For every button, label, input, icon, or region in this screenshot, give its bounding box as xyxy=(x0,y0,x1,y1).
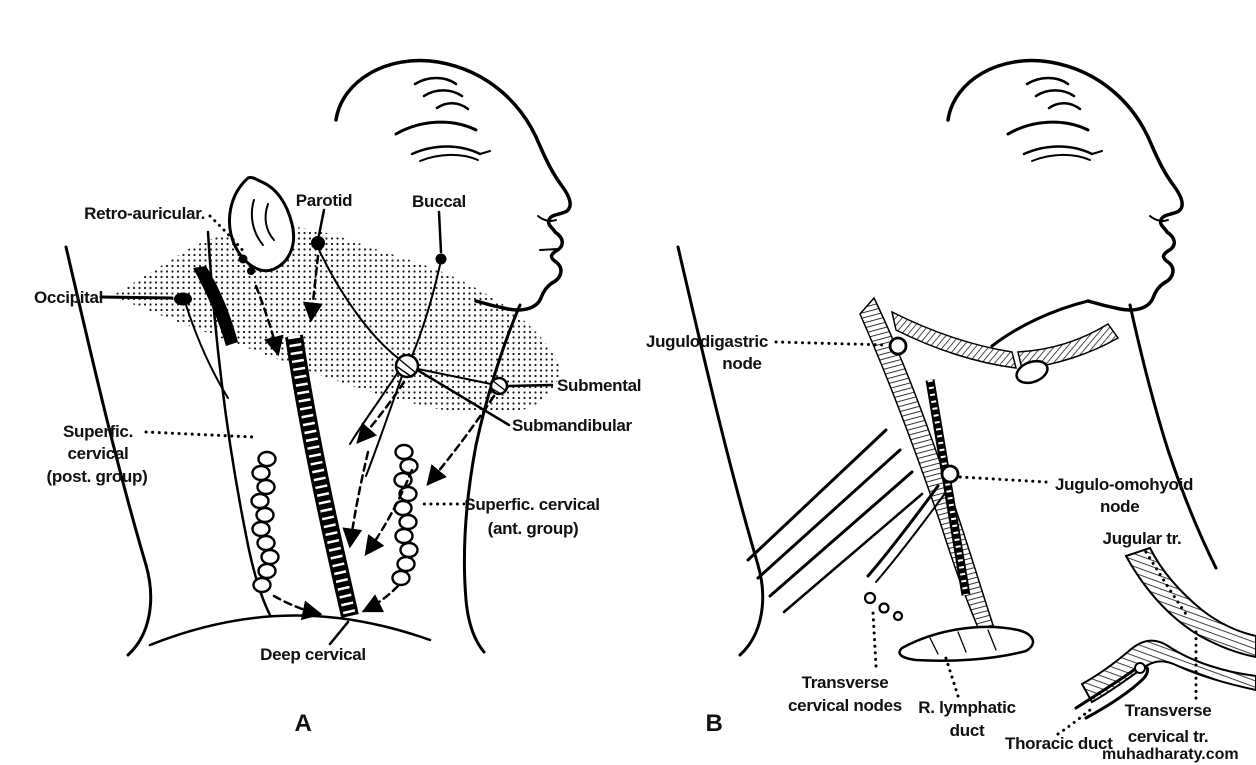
ear xyxy=(227,176,296,272)
parotid-node xyxy=(311,236,325,250)
label-superficial-ant-line1: Superfic. cervical xyxy=(464,495,599,514)
clavicle xyxy=(898,625,1035,662)
throat-line xyxy=(462,303,522,654)
label-superficial-post-line2: cervical xyxy=(68,444,129,463)
hair-strokes-b xyxy=(1025,76,1082,111)
occipital-node xyxy=(174,292,192,306)
label-jugulo-omohyoid-line1: Jugulo-omohyoid xyxy=(1055,475,1193,494)
label-transverse-nodes-line1: Transverse xyxy=(802,673,889,692)
deep-cervical-chain xyxy=(285,334,359,619)
posterior-neck-muscles xyxy=(746,428,924,614)
eye xyxy=(410,145,491,162)
label-jugulo-omohyoid-line2: node xyxy=(1100,497,1139,516)
label-jugulodigastric-line2: node xyxy=(722,354,761,373)
internal-jugular-vein xyxy=(1124,546,1256,659)
throat-line-b xyxy=(1128,303,1218,570)
panel-b-letter: B xyxy=(705,710,722,737)
lymph-vessel-lines xyxy=(185,249,492,477)
jugulo-omohyoid-node xyxy=(940,464,960,484)
omohyoid-muscle xyxy=(866,484,947,583)
transverse-cervical-nodes xyxy=(863,591,904,622)
head-profile-outline-b xyxy=(946,58,1184,312)
watermark-text: muhadharaty.com xyxy=(1102,746,1239,763)
eyebrow-b xyxy=(1006,120,1090,136)
drainage-arrows xyxy=(254,254,496,621)
subclavian-vein xyxy=(1080,639,1256,704)
mouth-line xyxy=(539,248,559,251)
leader-lines-b xyxy=(774,340,1198,736)
label-parotid: Parotid xyxy=(296,191,352,210)
label-superficial-ant-line2: (ant. group) xyxy=(488,519,579,538)
eye-b xyxy=(1022,145,1103,162)
panel-b: Jugulodigastric node Jugulo-omohyoid nod… xyxy=(646,58,1256,753)
hair-strokes xyxy=(413,76,470,111)
jugulodigastric-node xyxy=(888,336,908,356)
submandibular-node xyxy=(394,353,420,379)
label-occipital: Occipital xyxy=(34,288,103,307)
neck-back-outer-line xyxy=(64,245,153,657)
superficial-cervical-chain-anterior xyxy=(391,443,419,587)
jugular-lymph-trunk xyxy=(925,379,971,596)
leader-lines-a xyxy=(99,208,554,646)
submental-node xyxy=(489,376,509,396)
stipple-region xyxy=(112,226,562,414)
panel-a-letter: A xyxy=(294,710,311,737)
nostril-line xyxy=(537,215,557,222)
label-transverse-nodes-line2: cervical nodes xyxy=(788,696,902,715)
retro-auricular-nodes xyxy=(238,254,255,275)
label-superficial-post-line3: (post. group) xyxy=(47,467,148,486)
label-transverse-tr-line1: Transverse xyxy=(1125,701,1212,720)
venous-junction-inset xyxy=(1074,546,1256,720)
panel-a: Retro-auricular. Parotid Buccal Occipita… xyxy=(34,58,642,737)
digastric-muscle xyxy=(890,310,1017,369)
label-buccal: Buccal xyxy=(412,192,466,211)
label-deep-cervical: Deep cervical xyxy=(260,645,366,664)
label-retro-auricular: Retro-auricular. xyxy=(84,204,205,223)
label-transverse-tr-line2: cervical tr. xyxy=(1128,727,1209,746)
label-superficial-post-line1: Superfic. xyxy=(63,422,133,441)
label-thoracic-duct: Thoracic duct xyxy=(1005,734,1113,753)
jaw-line-b xyxy=(990,299,1090,348)
shoulder-line xyxy=(148,614,432,647)
posterior-auricular-strand xyxy=(193,266,238,346)
thoracic-duct-arch xyxy=(1074,664,1150,720)
head-profile-outline xyxy=(334,58,572,312)
label-submental: Submental xyxy=(557,376,641,395)
duct-terminal-valve xyxy=(1134,662,1146,674)
label-r-lymphatic-line1: R. lymphatic xyxy=(918,698,1015,717)
nostril-line-b xyxy=(1149,215,1169,222)
hyoid-bone xyxy=(1015,359,1049,385)
buccal-node xyxy=(435,253,447,265)
neck-back-outer-line-b xyxy=(676,245,765,657)
label-jugular-tr: Jugular tr. xyxy=(1103,529,1182,548)
superficial-cervical-chain-posterior xyxy=(250,450,280,594)
label-r-lymphatic-line2: duct xyxy=(950,721,985,740)
label-submandibular: Submandibular xyxy=(512,416,633,435)
eyebrow xyxy=(394,120,478,136)
label-jugulodigastric-line1: Jugulodigastric xyxy=(646,332,768,351)
